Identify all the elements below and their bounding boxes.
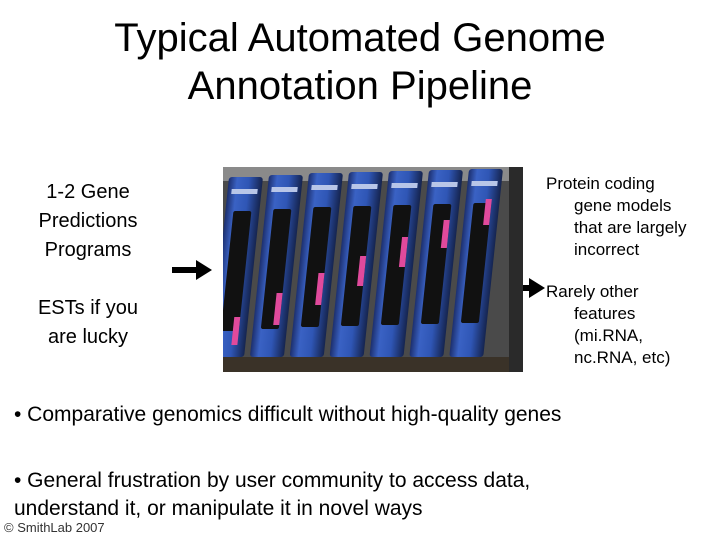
output-line: gene models — [574, 196, 672, 215]
bullet-comparative-genomics: • Comparative genomics difficult without… — [14, 403, 562, 426]
output-line: Rarely other — [546, 282, 639, 301]
output-line: (mi.RNA, — [574, 326, 643, 345]
input-ests: ESTs if you are lucky — [20, 294, 156, 352]
title-line-2: Annotation Pipeline — [187, 64, 533, 108]
bullet-user-frustration: • General frustration by user community … — [14, 469, 531, 520]
input-line: Predictions — [38, 210, 138, 232]
copyright-footer: © SmithLab 2007 — [4, 520, 105, 535]
input-line: 1-2 Gene — [46, 181, 130, 203]
output-line: Protein coding — [546, 174, 655, 193]
title-line-1: Typical Automated Genome — [114, 16, 606, 60]
output-rarely-other-features: Rarely other features (mi.RNA, nc.RNA, e… — [546, 281, 716, 369]
input-line: are lucky — [47, 326, 129, 348]
input-line: ESTs if you — [37, 297, 139, 319]
output-protein-coding: Protein coding gene models that are larg… — [546, 173, 716, 261]
output-line: nc.RNA, etc) — [574, 348, 671, 367]
output-line: incorrect — [574, 240, 640, 259]
output-line: features — [574, 304, 636, 323]
server-rack-photo — [223, 167, 523, 372]
input-line: Programs — [44, 239, 132, 261]
input-gene-predictions: 1-2 Gene Predictions Programs — [20, 178, 156, 265]
slide-title: Typical Automated Genome Annotation Pipe… — [0, 14, 720, 110]
arrow-right-icon — [172, 260, 212, 280]
output-line: that are largely — [574, 218, 687, 237]
